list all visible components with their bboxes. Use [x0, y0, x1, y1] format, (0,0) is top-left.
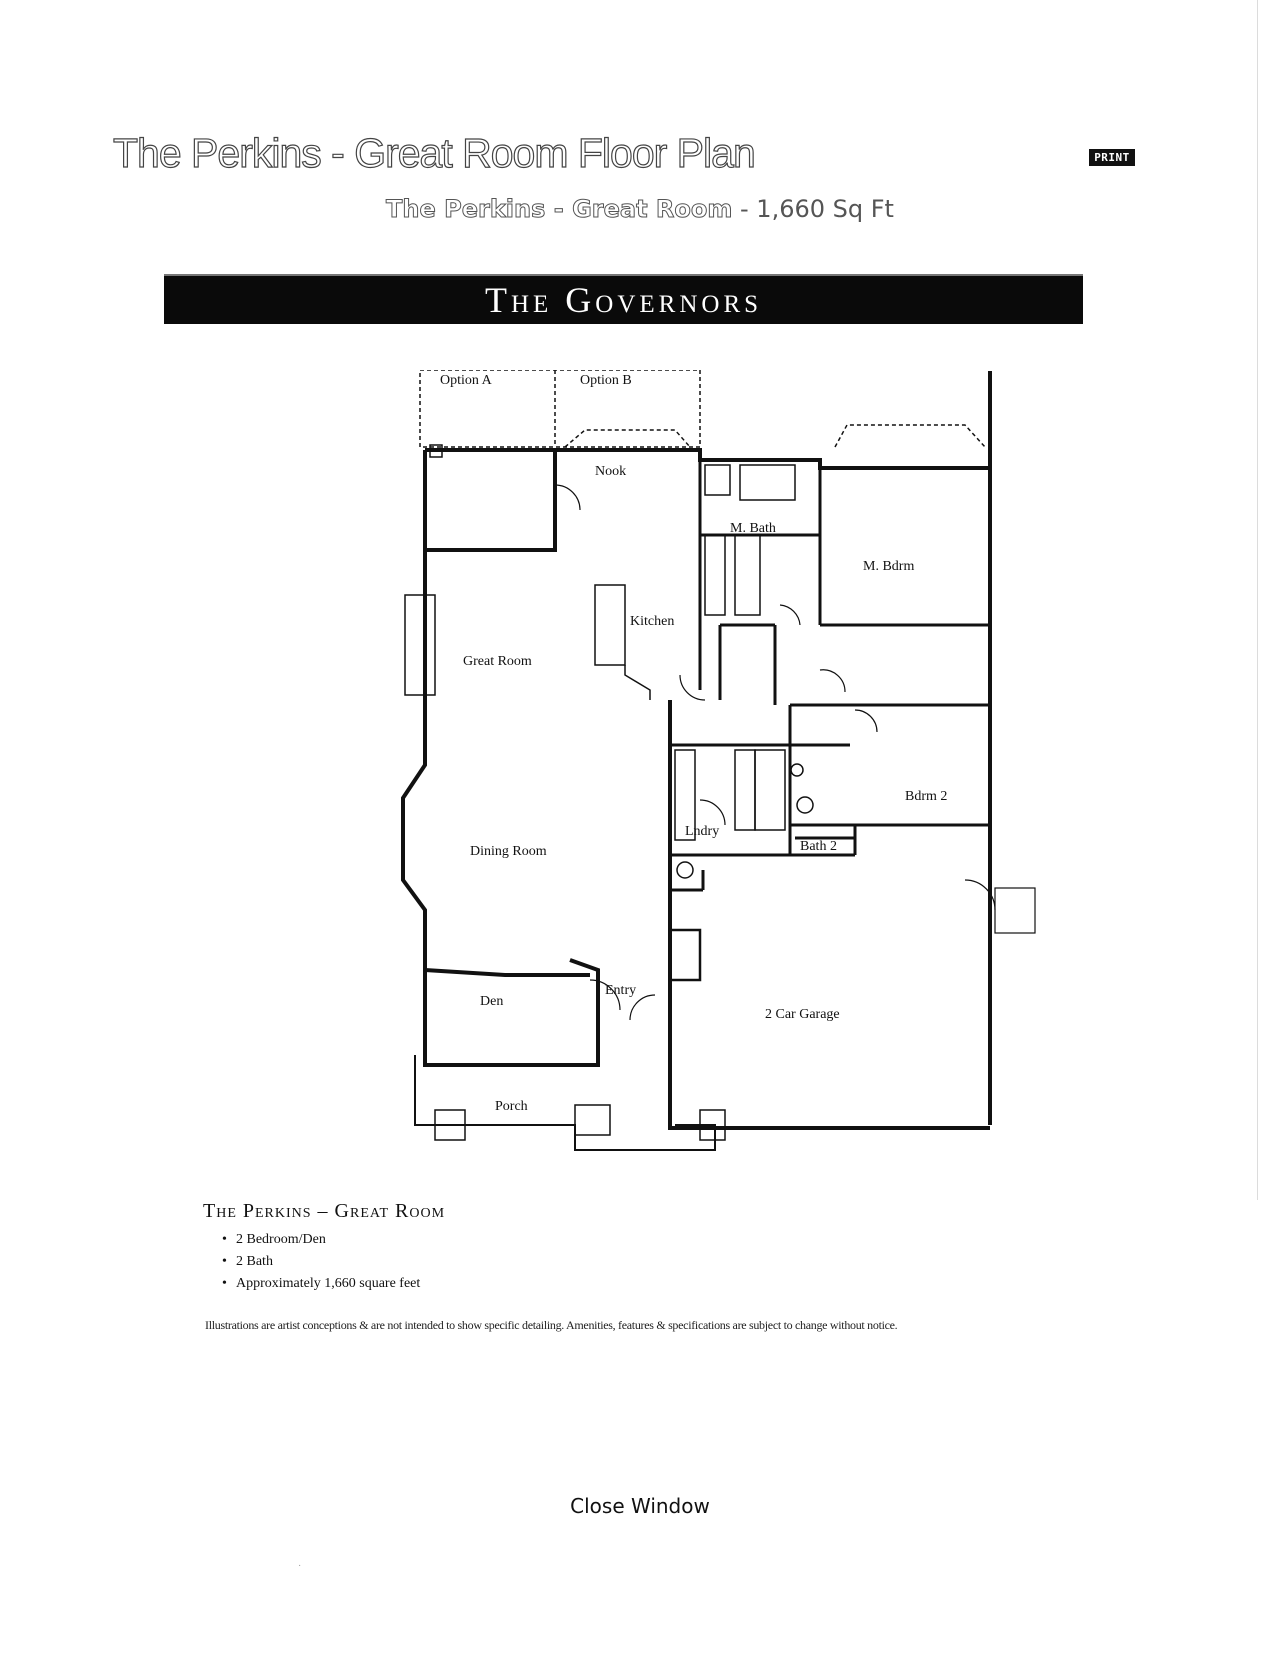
room-label-den: Den [480, 994, 503, 1009]
room-label-m-bath: M. Bath [730, 521, 776, 536]
room-label-option-a: Option A [440, 373, 493, 388]
room-label-bath2: Bath 2 [800, 839, 837, 854]
scan-speck: · [298, 1560, 302, 1571]
subtitle-model-name: The Perkins - Great Room [386, 195, 733, 224]
floor-plan-drawing: Option A Option B Nook M. Bath M. Bdrm K… [401, 369, 1036, 1151]
disclaimer-text: Illustrations are artist conceptions & a… [205, 1318, 898, 1332]
spec-item: Approximately 1,660 square feet [222, 1273, 445, 1295]
room-label-nook: Nook [595, 464, 626, 479]
porch-outline [414, 1055, 716, 1151]
page-edge-line [1257, 0, 1258, 1200]
room-label-entry: Entry [605, 983, 636, 998]
room-label-porch: Porch [495, 1099, 528, 1114]
print-button[interactable]: PRINT [1089, 149, 1135, 166]
optional-extensions [419, 369, 986, 448]
room-label-great-room: Great Room [463, 654, 532, 669]
room-label-kitchen: Kitchen [630, 614, 674, 629]
interior-walls [668, 450, 990, 982]
room-label-bdrm2: Bdrm 2 [905, 789, 947, 804]
close-window-link[interactable]: Close Window [570, 1494, 710, 1518]
subtitle-square-feet: - 1,660 Sq Ft [732, 195, 894, 223]
exterior-walls [401, 371, 992, 1130]
specs-title: The Perkins – Great Room [203, 1200, 446, 1222]
model-specs: The Perkins – Great Room 2 Bedroom/Den 2… [203, 1200, 445, 1295]
collection-banner: The Governors [164, 274, 1083, 324]
room-label-dining-room: Dining Room [470, 844, 547, 859]
page-title: The Perkins - Great Room Floor Plan [112, 129, 756, 176]
page-subtitle: The Perkins - Great Room - 1,660 Sq Ft [0, 195, 1280, 224]
room-label-lndry: Lndry [685, 824, 719, 839]
floor-plan-image: Option A Option B Nook M. Bath M. Bdrm K… [395, 369, 1040, 1205]
spec-item: 2 Bedroom/Den [222, 1229, 445, 1251]
room-label-option-b: Option B [580, 373, 632, 388]
spec-item: 2 Bath [222, 1251, 445, 1273]
room-label-m-bdrm: M. Bdrm [863, 559, 914, 574]
door-swings [554, 484, 1036, 1021]
room-label-garage: 2 Car Garage [765, 1007, 840, 1022]
specs-list: 2 Bedroom/Den 2 Bath Approximately 1,660… [203, 1229, 445, 1295]
